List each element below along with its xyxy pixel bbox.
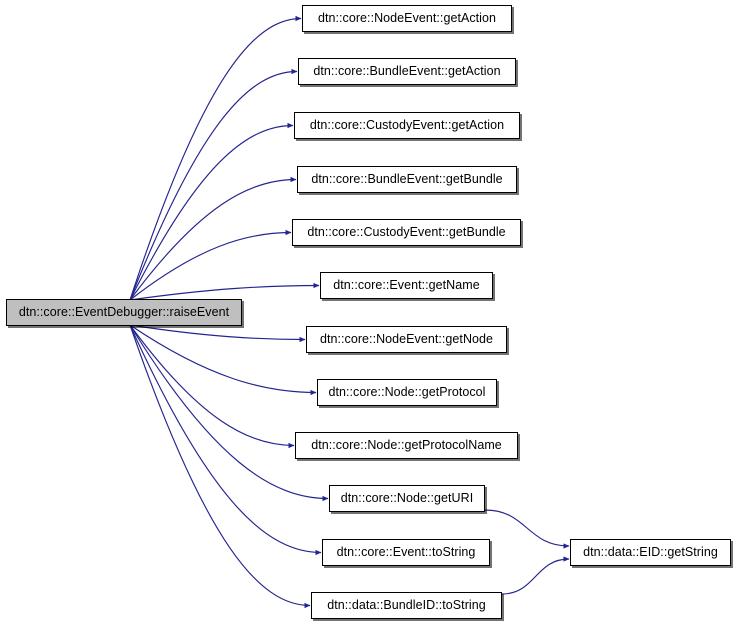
graph-node[interactable]: dtn::core::CustodyEvent::getBundle [292,219,521,246]
graph-edge [129,15,302,301]
graph-node[interactable]: dtn::core::BundleEvent::getBundle [297,166,517,193]
graph-node-label: dtn::core::CustodyEvent::getAction [309,118,505,133]
graph-edge [129,324,311,609]
graph-node-label: dtn::core::CustodyEvent::getBundle [307,225,506,240]
graph-node-label: dtn::core::Event::toString [336,545,476,560]
graph-node[interactable]: dtn::core::NodeEvent::getNode [306,326,507,353]
graph-node-label: dtn::core::BundleEvent::getBundle [311,172,503,187]
graph-node[interactable]: dtn::data::BundleID::toString [311,592,502,619]
graph-edge [129,324,317,396]
graph-node-label: dtn::core::NodeEvent::getNode [319,332,494,347]
graph-node[interactable]: dtn::core::Event::getName [320,272,493,299]
graph-edge [129,324,322,556]
graph-node-label: dtn::core::Node::getProtocolName [311,438,502,453]
graph-edge [129,176,297,301]
graph-node-label: dtn::data::EID::getString [583,545,718,560]
graph-node[interactable]: dtn::core::BundleEvent::getAction [298,58,516,85]
graph-node-label: dtn::core::EventDebugger::raiseEvent [18,305,230,320]
graph-edge [129,324,295,449]
graph-node[interactable]: dtn::core::Event::toString [322,539,490,566]
graph-edge [484,509,570,549]
graph-node-label: dtn::core::BundleEvent::getAction [313,64,501,79]
graph-node-label: dtn::core::NodeEvent::getAction [317,11,497,26]
graph-edge [129,324,329,502]
graph-node[interactable]: dtn::core::Node::getProtocol [317,379,497,406]
graph-edge [129,229,292,301]
graph-edge [129,122,294,301]
graph-node[interactable]: dtn::core::NodeEvent::getAction [302,5,512,32]
graph-edge [129,324,306,343]
graph-node-root[interactable]: dtn::core::EventDebugger::raiseEvent [6,299,242,326]
graph-node-label: dtn::core::Event::getName [333,278,480,293]
graph-edge [501,556,570,595]
graph-node-label: dtn::core::Node::getURI [340,491,474,506]
graph-node[interactable]: dtn::core::CustodyEvent::getAction [294,112,520,139]
graph-edge [129,282,320,301]
graph-node[interactable]: dtn::data::EID::getString [570,539,731,566]
graph-node[interactable]: dtn::core::Node::getURI [329,485,485,512]
graph-edge [129,68,298,301]
graph-node-label: dtn::core::Node::getProtocol [328,385,486,400]
graph-node[interactable]: dtn::core::Node::getProtocolName [295,432,518,459]
graph-node-label: dtn::data::BundleID::toString [327,598,486,613]
